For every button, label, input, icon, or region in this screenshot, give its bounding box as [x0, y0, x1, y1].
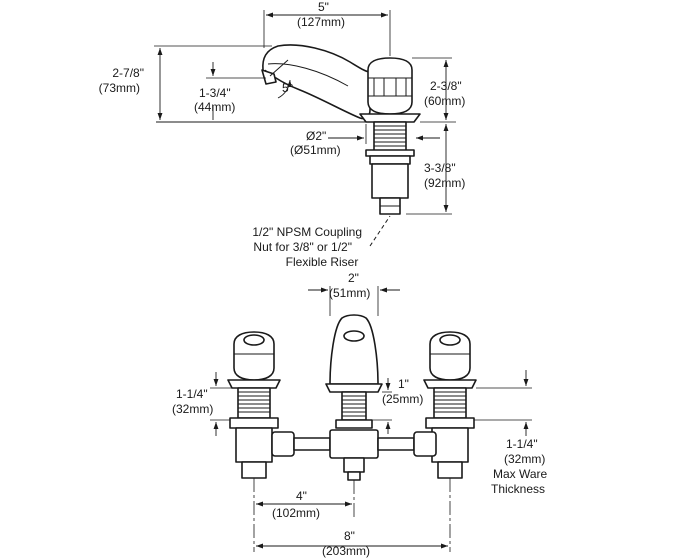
- valve-riser-imperial: 1-1/4": [176, 387, 208, 401]
- ware-thickness-note-2: Thickness: [491, 482, 545, 496]
- half-spread-metric: (102mm): [272, 506, 320, 520]
- handle-side-profile: [359, 57, 421, 123]
- shank-length-metric: (92mm): [424, 176, 465, 190]
- shank-length-imperial: 3-3/8": [424, 161, 456, 175]
- handle-height-metric: (60mm): [424, 94, 465, 108]
- ware-thickness-metric: (32mm): [504, 452, 545, 466]
- outlet-height-metric: (44mm): [194, 100, 235, 114]
- spout-length-imperial: 5": [318, 0, 329, 14]
- spout-angle-label: 5°: [282, 81, 294, 95]
- spout-side-profile: [261, 44, 371, 120]
- handle-height-imperial: 2-3/8": [430, 79, 462, 93]
- crossover-tubing: [271, 429, 437, 481]
- half-spread-imperial: 4": [296, 489, 307, 503]
- overall-height-imperial: 2-7/8": [112, 66, 144, 80]
- ware-thickness-note-1: Max Ware: [493, 467, 548, 481]
- base-diameter-imperial: Ø2": [306, 129, 326, 143]
- spout-front-profile: [325, 314, 383, 429]
- front-view: 2" (51mm) 1-1/4" (32mm) 1" (25mm) 1-1/4"…: [172, 271, 548, 558]
- ware-thickness-imperial: 1-1/4": [506, 437, 538, 451]
- spout-width-metric: (51mm): [329, 286, 370, 300]
- spout-riser-imperial: 1": [398, 377, 409, 391]
- base-diameter-metric: (Ø51mm): [290, 143, 341, 157]
- outlet-height-imperial: 1-3/4": [199, 86, 231, 100]
- overall-height-metric: (73mm): [99, 81, 140, 95]
- spout-width-imperial: 2": [348, 271, 359, 285]
- side-view: 5° 5" (127mm) 2-7/8" (73mm) 1-3/4" (44mm…: [99, 0, 466, 269]
- coupling-note-line-1: 1/2" NPSM Coupling: [252, 225, 362, 239]
- center-spread-imperial: 8": [344, 529, 355, 543]
- valve-riser-metric: (32mm): [172, 402, 213, 416]
- shank-side-profile: [365, 121, 415, 215]
- spout-riser-metric: (25mm): [382, 392, 423, 406]
- center-spread-metric: (203mm): [322, 544, 370, 558]
- coupling-note-line-3: Flexible Riser: [286, 255, 359, 269]
- coupling-note-line-2: Nut for 3/8" or 1/2": [253, 240, 352, 254]
- right-valve-front: [423, 331, 477, 479]
- left-valve-front: [227, 331, 281, 479]
- spout-length-metric: (127mm): [297, 15, 345, 29]
